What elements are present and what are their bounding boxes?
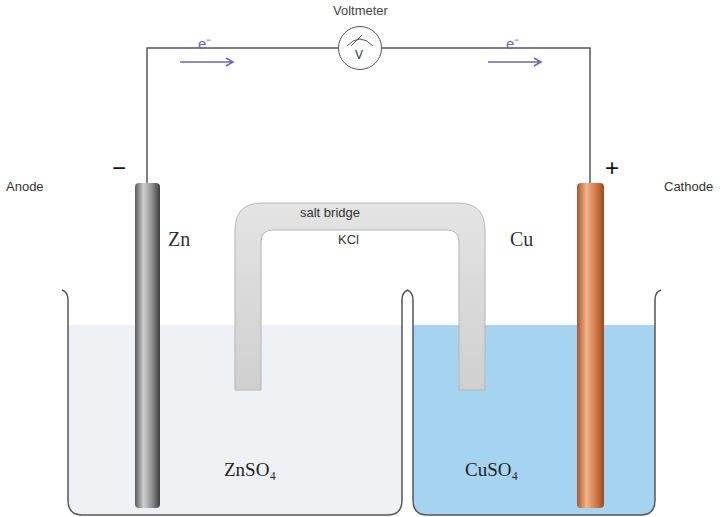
voltmeter: VoltmeterV [300, 0, 420, 74]
electrode-label: Zn [168, 228, 190, 250]
polarity-sign: − [112, 155, 126, 181]
meter-scale [338, 26, 382, 70]
bridge-salt: KCl [338, 233, 359, 247]
electrode-role: Anode [6, 180, 44, 194]
meter-dial: V [338, 26, 382, 70]
polarity-sign: + [605, 155, 619, 181]
bridge-label: salt bridge [300, 206, 360, 220]
electron-label: e⁻ [506, 36, 519, 53]
solution-beaker: ZnSO₄ [68, 325, 402, 515]
electrode-role: Cathode [664, 180, 713, 194]
solution-label: CuSO₄ [465, 460, 518, 481]
wire [147, 48, 338, 185]
copper-electrode [577, 183, 604, 508]
solution-label: ZnSO₄ [224, 460, 276, 481]
voltmeter-label: Voltmeter [333, 4, 388, 18]
electron-label: e⁻ [198, 36, 211, 53]
wire [382, 48, 590, 185]
beaker-outline [407, 290, 661, 515]
electron-arrow [180, 58, 233, 66]
zinc-electrode [135, 183, 160, 508]
solution-beaker: CuSO₄ [413, 325, 655, 515]
meter-symbol: V [355, 49, 363, 62]
electron-arrow [488, 58, 541, 66]
electrode-label: Cu [510, 228, 533, 250]
salt-bridge [235, 203, 485, 390]
